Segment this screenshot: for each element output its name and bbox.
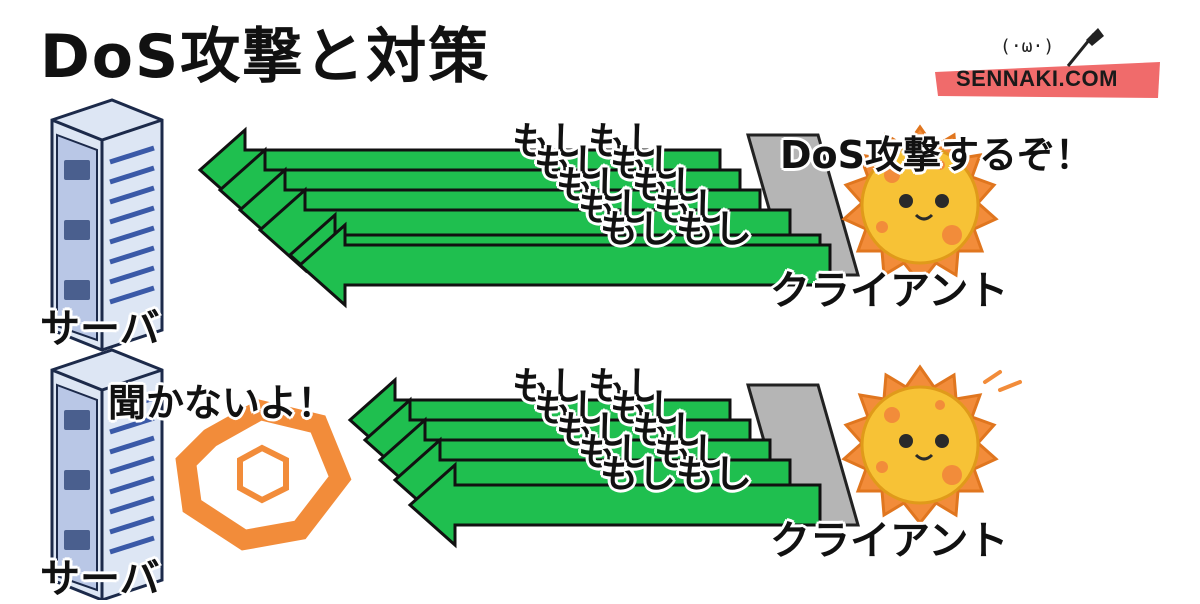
logo-face: (·ω·): [1000, 36, 1055, 57]
logo-text[interactable]: SENNAKI.COM: [956, 66, 1118, 91]
request-text: もしもし: [512, 119, 665, 163]
request-text: もしもし: [534, 386, 687, 430]
motion-lines: [983, 370, 1022, 392]
server-speech: 聞かないよ！: [108, 381, 336, 425]
top-request-arrows: [197, 126, 832, 309]
request-text: もしもし: [600, 452, 753, 496]
bottom-server-label: サーバ: [40, 556, 160, 602]
request-text: もしもし: [556, 163, 709, 207]
request-text: もしもし: [578, 430, 731, 474]
request-text: もしもし: [600, 207, 753, 251]
bottom-sun-monster-icon: [842, 365, 998, 525]
page-title: DoS攻撃と対策: [40, 22, 491, 92]
request-text: もしもし: [534, 141, 687, 185]
top-server-label: サーバ: [40, 306, 160, 352]
bottom-client-label: クライアント: [770, 518, 1009, 564]
request-text: もしもし: [556, 408, 709, 452]
top-attacker-speech: DoS攻撃するぞ！: [780, 133, 1094, 177]
hexagon-shield-icon: [175, 399, 352, 551]
request-text: もしもし: [578, 185, 731, 229]
bottom-request-arrows: [347, 376, 822, 549]
top-client-label: クライアント: [770, 268, 1009, 314]
request-text: もしもし: [512, 364, 665, 408]
